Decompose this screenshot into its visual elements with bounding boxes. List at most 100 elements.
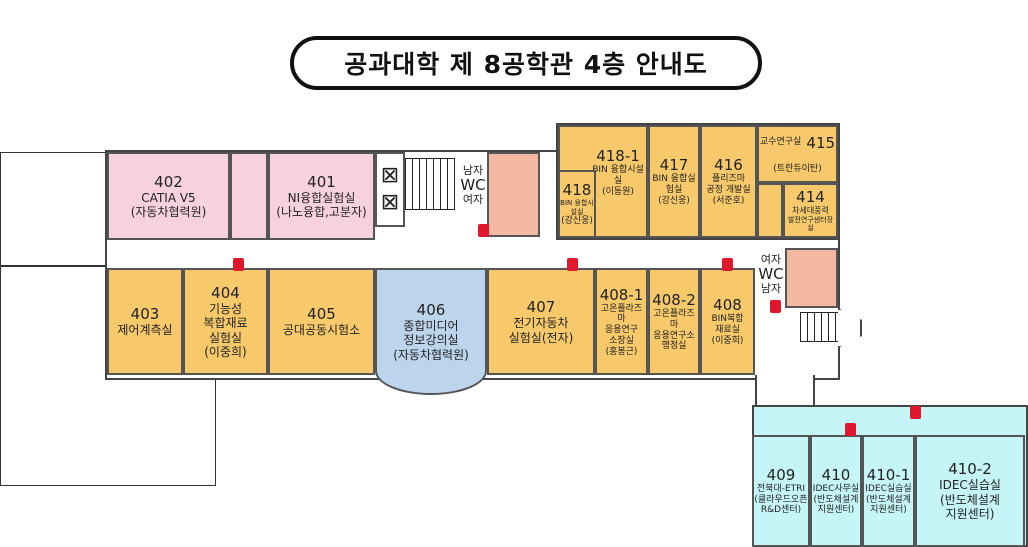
room-owner: (홍봉근)	[605, 346, 638, 357]
room-name-3: 소장실	[609, 335, 634, 346]
room-owner: 지원센터)	[817, 505, 855, 516]
room-name: 고온플라즈마	[653, 308, 695, 330]
connector-corridor	[755, 375, 815, 407]
room-name-2: 복합재료	[203, 316, 248, 331]
room-417[interactable]: 417 BIN 융합실험실 (강신웅)	[648, 125, 700, 238]
room-number: 417	[659, 156, 689, 175]
room-name: 제어계측실	[117, 323, 173, 338]
room-410-2[interactable]: 410-2 IDEC실습실 (반도체설계 지원센터)	[915, 435, 1025, 547]
room-number: 408-1	[599, 285, 644, 304]
wc-women: 여자	[760, 253, 782, 266]
fire-extinguisher-icon	[567, 258, 578, 271]
stair-landing	[838, 308, 862, 348]
room-number: 415	[806, 133, 836, 152]
room-owner: 발전연구센터장실	[787, 215, 834, 233]
room-402[interactable]: 402 CATIA V5 (자동차협력원)	[107, 152, 230, 240]
room-owner: (트란듀이탄)	[773, 164, 822, 175]
restroom-top	[487, 152, 540, 237]
room-owner: (나노융합,고분자)	[276, 205, 367, 219]
room-401[interactable]: 401 NI융합실험실 (나노융합,고분자)	[268, 152, 375, 240]
room-number: 409	[766, 465, 796, 484]
room-408[interactable]: 408 BIN복합 재료실 (이중희)	[700, 268, 755, 375]
room-owner: (자동차협력원)	[130, 205, 207, 219]
room-name: 기능성	[208, 301, 243, 316]
map-title: 공과대학 제 8공학관 4층 안내도	[290, 36, 762, 90]
wc-top-label: 남자 WC 여자	[458, 164, 488, 206]
room-name-2: 응용연구소	[653, 330, 695, 341]
room-name: 공대공동시험소	[282, 323, 361, 338]
room-number: 402	[154, 172, 183, 191]
room-403[interactable]: 403 제어계측실	[107, 268, 183, 375]
room-name-2: 응용연구	[604, 325, 639, 336]
room-name: 차세대풍력	[792, 206, 829, 216]
room-number: 410-1	[866, 465, 911, 484]
room-number: 408-2	[652, 290, 696, 309]
room-number: 404	[211, 283, 240, 302]
elevator: ⊠⊠	[375, 152, 405, 227]
room-name: IDEC실습실	[939, 478, 1001, 493]
room-number: 416	[714, 156, 743, 175]
room-name: IDEC사무실	[812, 483, 860, 494]
room-418[interactable]: 418 BIN 융합시설실 (강신웅)	[558, 170, 596, 238]
room-number: 414	[796, 188, 825, 207]
fire-extinguisher-icon	[770, 300, 781, 313]
wc-right-label: 여자 WC 남자	[757, 253, 785, 295]
room-name-2: (반도체설계	[866, 494, 911, 505]
wc-label: WC	[460, 176, 486, 195]
wc-label: WC	[758, 265, 784, 284]
room-410-1[interactable]: 410-1 IDEC실습실 (반도체설계 지원센터)	[862, 435, 915, 547]
room-name: 전기자동차	[513, 316, 569, 331]
room-name-2: 재료실	[715, 325, 740, 336]
room-name-2: (클라우드오픈	[754, 494, 808, 505]
fire-extinguisher-icon	[910, 406, 921, 419]
room-number: 410-2	[948, 460, 992, 479]
room-name: 고온플라즈마	[600, 303, 643, 325]
room-owner: (강신웅)	[658, 195, 690, 206]
room-name-2: 정보강의실	[403, 333, 459, 348]
room-405[interactable]: 405 공대공동시험소	[268, 268, 375, 375]
room-410[interactable]: 410 IDEC사무실 (반도체설계 지원센터)	[810, 435, 862, 547]
fire-extinguisher-icon	[722, 258, 733, 271]
restroom-right	[785, 248, 838, 308]
room-number: 403	[130, 305, 160, 324]
room-name-2: (반도체설계	[813, 494, 859, 505]
room-404[interactable]: 404 기능성 복합재료 실험실 (이중희)	[183, 268, 268, 375]
room-number: 410	[821, 465, 851, 484]
room-owner: (자동차협력원)	[393, 347, 469, 362]
room-407[interactable]: 407 전기자동차 실험실(전자)	[487, 268, 595, 375]
staircase-icon	[405, 158, 455, 210]
room-name: IDEC실습실	[865, 483, 912, 494]
annex-outline-top	[0, 152, 107, 266]
room-name: BIN 융합시설실	[592, 165, 644, 186]
room-415-annex	[757, 183, 783, 238]
room-414[interactable]: 414 차세대풍력 발전연구센터장실	[783, 183, 838, 238]
room-406[interactable]: 406 종합미디어 정보강의실 (자동차협력원)	[375, 268, 487, 395]
room-name: 전북대-ETRI	[756, 483, 806, 494]
room-name: 교수연구실	[759, 137, 802, 148]
fire-extinguisher-icon	[233, 258, 244, 271]
room-number: 407	[526, 298, 556, 317]
room-409[interactable]: 409 전북대-ETRI (클라우드오픈 R&D센터)	[752, 435, 810, 547]
fire-extinguisher-icon	[478, 224, 489, 237]
room-416[interactable]: 416 플리즈마 공정 개발실 (서준호)	[700, 125, 757, 238]
room-number: 405	[307, 305, 336, 324]
room-name-3: 행정실	[661, 341, 687, 352]
room-owner: R&D센터)	[760, 505, 802, 516]
room-402-annex	[230, 152, 268, 240]
room-name-3: 실험실	[208, 330, 243, 345]
room-number: 418-1	[596, 147, 640, 165]
room-number: 401	[307, 172, 336, 191]
room-number: 408	[713, 296, 742, 315]
fire-extinguisher-icon	[845, 423, 856, 436]
wc-men: 남자	[760, 281, 782, 295]
room-415[interactable]: 교수연구실 415 (트란듀이탄)	[757, 125, 838, 183]
room-408-2[interactable]: 408-2 고온플라즈마 응용연구소 행정실	[648, 268, 700, 375]
room-number: 418	[562, 181, 592, 200]
room-name-2: 공정 개발실	[706, 185, 751, 196]
room-name: 종합미디어	[403, 318, 459, 333]
room-408-1[interactable]: 408-1 고온플라즈마 응용연구 소장실 (홍봉근)	[595, 268, 648, 375]
room-name: BIN 융합실험실	[652, 174, 696, 196]
room-name: NI융합실험실	[287, 190, 356, 205]
room-name-2: (반도체설계	[940, 492, 1000, 507]
wc-women: 여자	[462, 192, 484, 206]
